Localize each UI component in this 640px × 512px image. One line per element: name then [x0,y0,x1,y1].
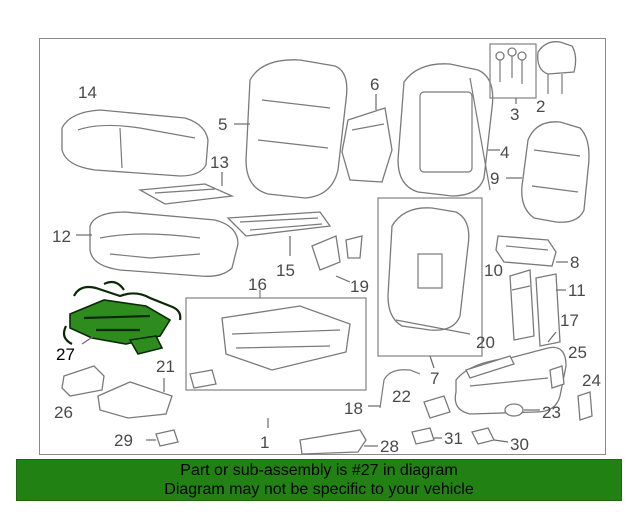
part-13-pad [137,172,235,205]
label-13[interactable]: 13 [210,153,229,172]
part-10-side-panel [509,269,535,341]
part-11-side-panel [535,273,566,347]
part-9-back-frame [506,121,590,223]
banner-line-1: Part or sub-assembly is #27 in diagram [180,462,458,479]
part-28-cover [299,429,378,455]
label-3[interactable]: 3 [510,105,519,124]
label-27[interactable]: 27 [56,345,75,364]
part-22-switch [423,395,451,419]
banner-line-2: Diagram may not be specific to your vehi… [164,481,474,498]
part-21-bracket [97,378,173,419]
part-30-clip [471,427,509,445]
label-26[interactable]: 26 [54,403,73,422]
diagram-frame [39,38,606,455]
label-20[interactable]: 20 [476,333,495,352]
label-10[interactable]: 10 [484,261,503,280]
part-7-back-structure [377,197,483,369]
label-1[interactable]: 1 [260,433,269,452]
part-23-button [504,403,540,417]
label-8[interactable]: 8 [570,253,579,272]
part-15-spring-mat [226,211,332,256]
part-16-adjuster-box [185,290,367,391]
part-8-recliner [495,235,568,267]
part-2-headrest [537,41,577,94]
part-18-cable [368,369,421,409]
label-21[interactable]: 21 [156,357,175,376]
label-15[interactable]: 15 [276,261,295,280]
label-17[interactable]: 17 [560,311,579,330]
callout-labels: 1 2 3 4 5 6 7 8 9 10 11 12 13 14 15 16 1… [52,75,601,456]
label-7[interactable]: 7 [430,369,439,388]
part-20-trim [465,355,515,379]
label-31[interactable]: 31 [444,429,463,448]
part-29-clip [146,429,179,447]
label-2[interactable]: 2 [536,97,545,116]
label-18[interactable]: 18 [344,399,363,418]
label-11[interactable]: 11 [568,281,586,300]
part-12-cushion-pad [76,211,239,277]
part-6-back-pad [341,94,393,183]
label-4[interactable]: 4 [500,143,509,162]
part-31-clip [411,427,442,445]
label-28[interactable]: 28 [380,437,399,456]
label-23[interactable]: 23 [542,403,561,422]
part-5-back-cover [234,59,348,199]
label-12[interactable]: 12 [52,227,71,246]
part-27-wiring-harness[interactable] [62,280,182,355]
label-5[interactable]: 5 [218,115,227,134]
part-24-cap [577,391,593,421]
part-4-back-frame [397,63,500,197]
label-30[interactable]: 30 [510,435,529,454]
part-19-bracket [311,235,363,283]
label-19[interactable]: 19 [350,277,369,296]
label-25[interactable]: 25 [568,343,587,362]
label-22[interactable]: 22 [392,387,411,406]
part-25-knob [549,365,565,389]
part-14-cushion-cover [61,109,209,177]
info-banner: Part or sub-assembly is #27 in diagram D… [16,459,622,501]
label-29[interactable]: 29 [114,431,133,450]
label-16[interactable]: 16 [248,275,267,294]
label-9[interactable]: 9 [490,169,499,188]
part-3-bolts-box [489,43,537,104]
label-6[interactable]: 6 [370,75,379,94]
part-26-module [61,365,105,397]
label-14[interactable]: 14 [78,83,97,102]
label-24[interactable]: 24 [582,371,601,390]
